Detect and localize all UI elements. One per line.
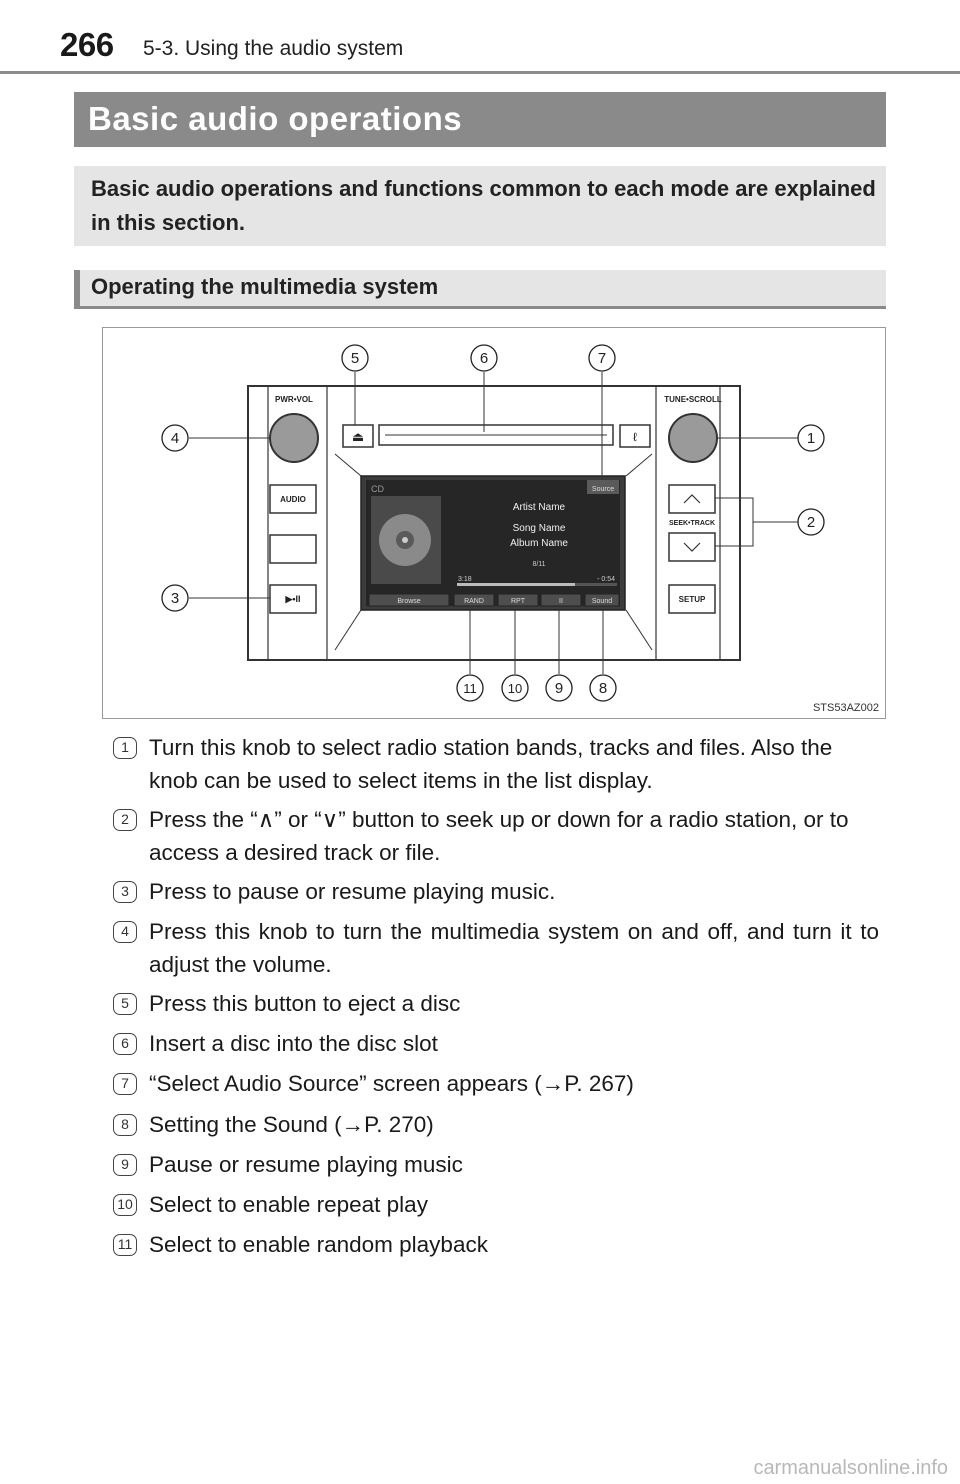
- step-number: 10: [113, 1194, 137, 1216]
- setup-button: [668, 584, 716, 614]
- progress-fill: [457, 583, 575, 586]
- step-number: 1: [113, 737, 137, 759]
- step-number: 3: [113, 881, 137, 903]
- step-number: 11: [113, 1234, 137, 1256]
- callout-markers: 1 2 3 4 5 6 7 8 9 10 11: [161, 344, 825, 702]
- intro-text: Basic audio operations and functions com…: [91, 176, 876, 235]
- step-text: Press the “∧” or “∨” button to seek up o…: [149, 807, 849, 865]
- figure-id: STS53AZ002: [812, 702, 879, 714]
- screen-button: [453, 593, 495, 607]
- callout-number: 8: [599, 680, 607, 697]
- callout-circle: [456, 674, 484, 702]
- callout-circle: [797, 424, 825, 452]
- step-text: Press this button to eject a disc: [149, 991, 461, 1016]
- step-number: 7: [113, 1073, 137, 1095]
- phone-button: [619, 424, 651, 448]
- screen-button: [540, 593, 582, 607]
- audio-unit-figure: ⏏ ℓ PWR•VOL TUNE•SCROLL AUDIO ▶•II SEEK•…: [102, 327, 886, 719]
- step-number: 2: [113, 809, 137, 831]
- blank-button: [269, 534, 317, 564]
- step-number: 6: [113, 1033, 137, 1055]
- callout-number: 4: [171, 430, 179, 447]
- step-number: 4: [113, 921, 137, 943]
- seek-track-label: SEEK•TRACK: [669, 520, 715, 527]
- callout-circle: [501, 674, 529, 702]
- tune-scroll-knob: [668, 413, 718, 463]
- intro-box: Basic audio operations and functions com…: [74, 166, 886, 246]
- step-text: Insert a disc into the disc slot: [149, 1031, 438, 1056]
- callout-number: 10: [508, 681, 522, 696]
- step-text: Select to enable random playback: [149, 1232, 488, 1257]
- callout-number: 9: [555, 680, 563, 697]
- title-banner: Basic audio operations: [74, 92, 886, 147]
- step-text: Press this knob to turn the multimedia s…: [149, 919, 879, 977]
- screen-button-label: Browse: [397, 598, 420, 605]
- callout-number: 5: [351, 350, 359, 367]
- subsection-title: Operating the multimedia system: [91, 274, 439, 299]
- subsection-heading: Operating the multimedia system: [74, 270, 886, 309]
- screen-button: [368, 593, 450, 607]
- callout-circle: [161, 584, 189, 612]
- time-remaining: - 0:54: [597, 576, 615, 583]
- source-label: Source: [592, 486, 614, 493]
- source-button: [587, 480, 619, 494]
- step-number: 8: [113, 1114, 137, 1136]
- audio-button: [269, 484, 317, 514]
- callout-circle: [588, 344, 616, 372]
- screen-button: [584, 593, 620, 607]
- section-reference: 5-3. Using the audio system: [143, 37, 404, 60]
- setup-label: SETUP: [679, 595, 706, 604]
- song-name: Song Name: [513, 523, 566, 534]
- play-pause-label: ▶•II: [284, 594, 300, 604]
- callout-number: 11: [463, 681, 477, 696]
- callout-circle: [161, 424, 189, 452]
- album-name: Album Name: [510, 538, 568, 549]
- callout-circle: [341, 344, 369, 372]
- screen-button-label: Sound: [592, 598, 612, 605]
- screen-button-bar: Browse RAND RPT II Sound: [368, 593, 620, 607]
- audio-label: AUDIO: [280, 495, 306, 504]
- step-text: Press to pause or resume playing music.: [149, 879, 556, 904]
- track-number: 8/11: [532, 561, 545, 568]
- step-number: 5: [113, 993, 137, 1015]
- step-text: Pause or resume playing music: [149, 1152, 463, 1177]
- screen-button-label: RAND: [464, 598, 484, 605]
- callout-number: 3: [171, 590, 179, 607]
- page-number: 266: [60, 26, 114, 63]
- pwr-vol-label: PWR•VOL: [275, 395, 313, 404]
- callout-number: 6: [480, 350, 488, 367]
- eject-button: [342, 424, 374, 448]
- page-title: Basic audio operations: [88, 100, 463, 137]
- audio-unit-illustration: ⏏ ℓ PWR•VOL TUNE•SCROLL AUDIO ▶•II SEEK•…: [161, 344, 825, 702]
- step-number: 9: [113, 1154, 137, 1176]
- callout-circle: [589, 674, 617, 702]
- seek-up-button: [668, 484, 716, 514]
- step-text: Turn this knob to select radio station b…: [149, 735, 833, 793]
- step-text: Setting the Sound (→P. 270): [149, 1112, 434, 1137]
- header-rule: [0, 71, 960, 74]
- callout-number: 1: [807, 430, 815, 447]
- callout-circle: [545, 674, 573, 702]
- screen-button-label: RPT: [511, 598, 526, 605]
- screen-mode: CD: [371, 484, 384, 494]
- play-pause-button: [269, 584, 317, 614]
- step-text: Select to enable repeat play: [149, 1192, 428, 1217]
- callout-circle: [470, 344, 498, 372]
- step-text: “Select Audio Source” screen appears (→P…: [149, 1071, 634, 1096]
- tune-scroll-label: TUNE•SCROLL: [664, 395, 722, 404]
- svg-text:ℓ: ℓ: [633, 430, 637, 444]
- time-elapsed: 3:18: [458, 576, 472, 583]
- subsection-bar: [74, 270, 80, 306]
- screen-button: [497, 593, 539, 607]
- screen-button-label: II: [559, 598, 563, 605]
- callout-circle: [797, 508, 825, 536]
- pwr-vol-knob: [269, 413, 319, 463]
- callout-number: 2: [807, 514, 815, 531]
- watermark: carmanualsonline.info: [753, 1457, 948, 1479]
- svg-text:⏏: ⏏: [352, 429, 364, 444]
- artist-name: Artist Name: [513, 502, 566, 513]
- seek-down-button: [668, 532, 716, 562]
- callout-number: 7: [598, 350, 606, 367]
